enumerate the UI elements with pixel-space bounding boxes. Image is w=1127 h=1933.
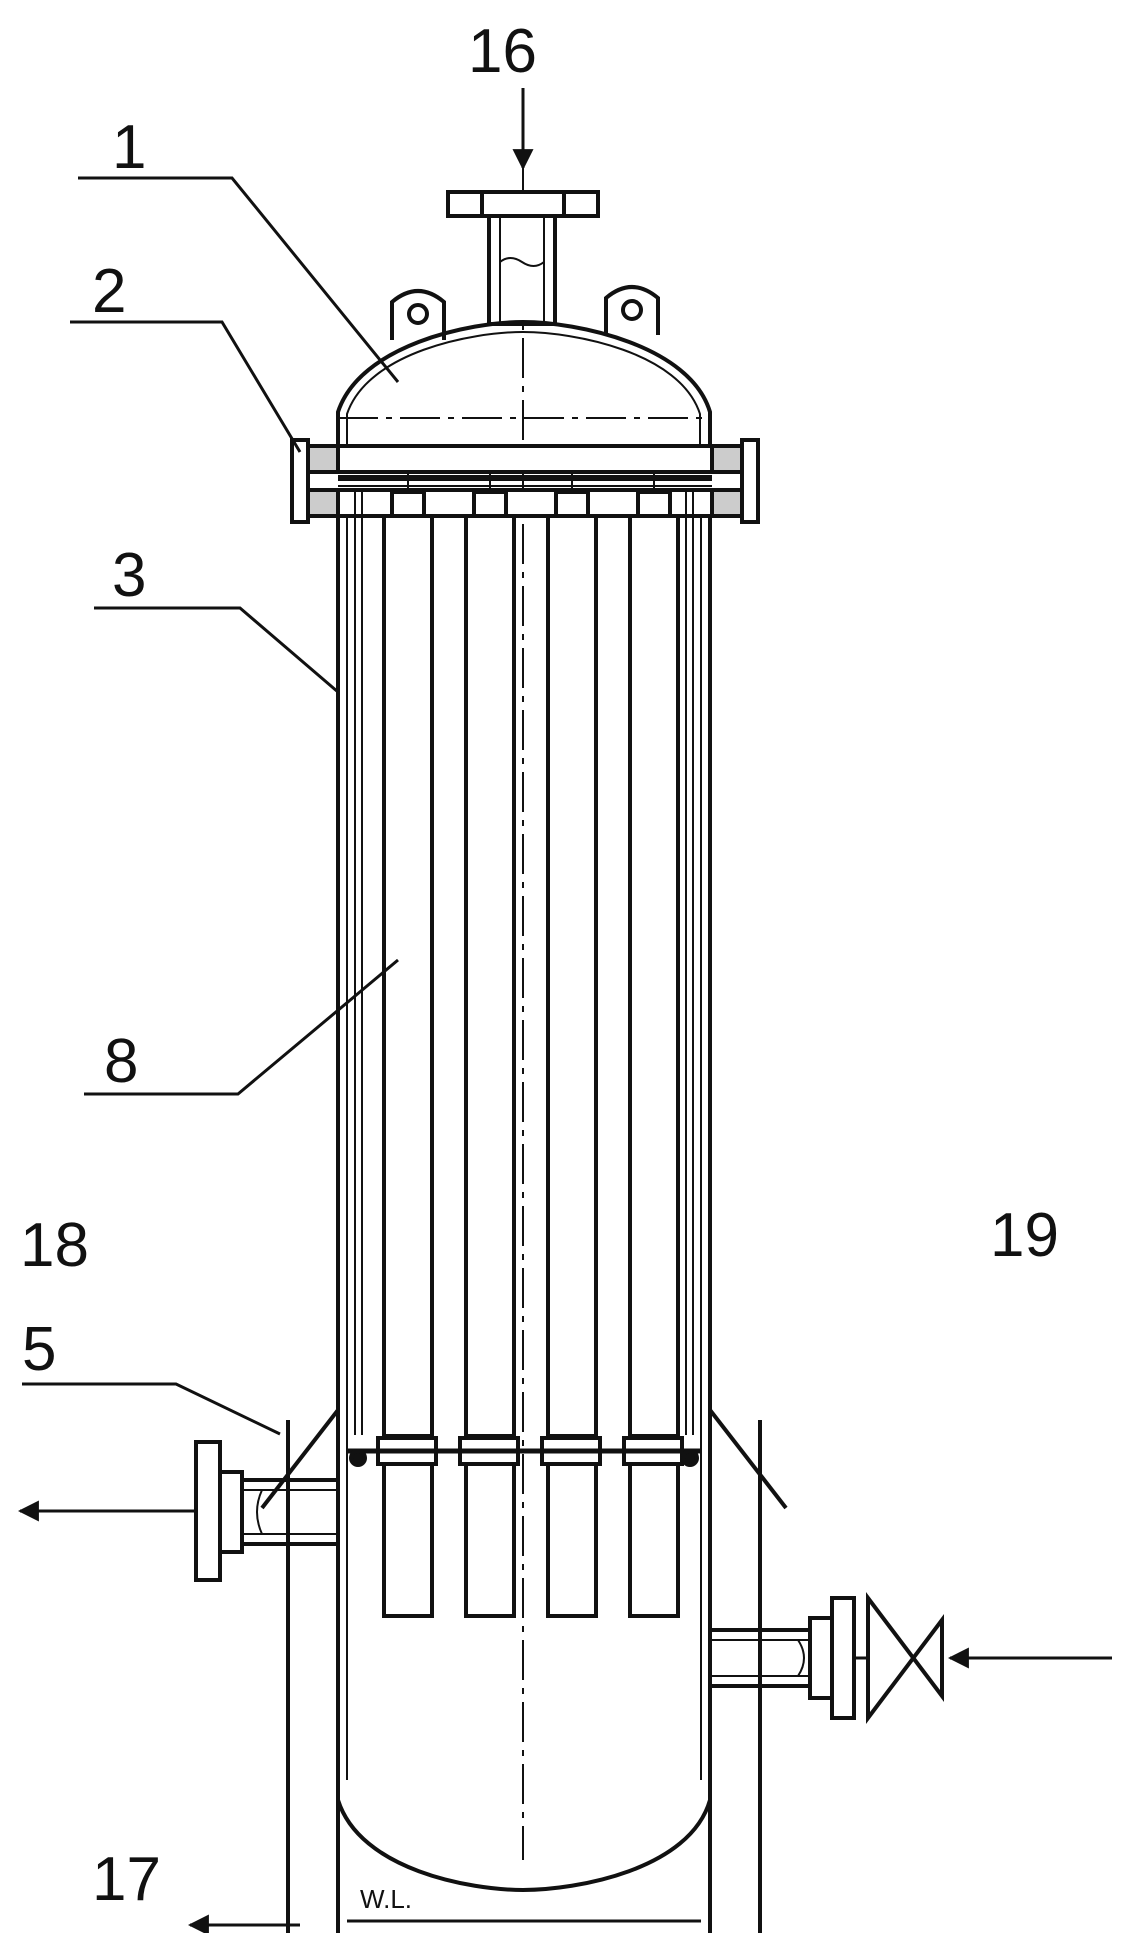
label-8: 8 [104,1027,138,1096]
label-17: 17 [92,1845,161,1914]
support-leg-right [708,1408,788,1933]
side-inlet-nozzle [708,1596,856,1720]
top-dished-head [336,319,712,460]
label-5: 5 [22,1315,56,1384]
tie-rods [354,490,694,1435]
bottom-dished-head [336,1780,712,1893]
filter-element-4 [622,470,684,1618]
label-1: 1 [112,113,146,182]
body-flange [290,438,760,524]
filter-element-3 [540,470,602,1618]
filter-element-1 [376,470,438,1618]
label-18: 18 [20,1211,89,1280]
label-16: 16 [468,17,537,86]
top-inlet-nozzle [446,190,600,326]
label-19: 19 [990,1201,1059,1270]
label-3: 3 [112,541,146,610]
lifting-lug-right [604,285,660,335]
side-outlet-nozzle [194,1440,340,1582]
leader-2 [70,320,302,453]
inlet-valve [854,1592,944,1724]
leader-5 [22,1382,281,1436]
leader-3 [94,606,339,694]
label-2: 2 [92,257,126,326]
leader-8 [84,958,399,1096]
filter-element-2 [458,470,520,1618]
lifting-lug-left [390,289,446,340]
water-level-mark: W.L. [360,1884,412,1914]
support-leg-left [260,1408,340,1933]
leader-1 [78,176,400,383]
